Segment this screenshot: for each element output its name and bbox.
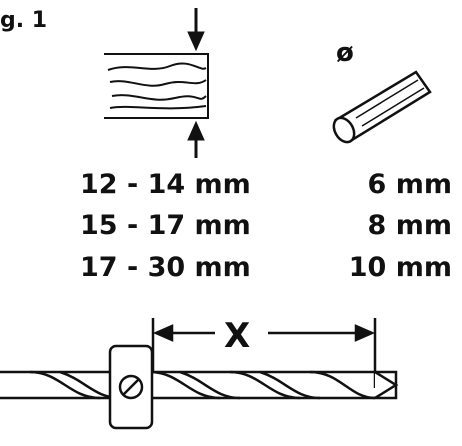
- dowel-illustration: [332, 70, 432, 144]
- thickness-value: 17 - 30 mm: [80, 252, 251, 283]
- dowel-value: 6 mm: [367, 169, 452, 200]
- wood-board-illustration: [104, 53, 209, 119]
- thickness-value: 15 - 17 mm: [80, 210, 251, 241]
- depth-label: X: [224, 316, 251, 356]
- figure-label: g. 1: [0, 8, 48, 33]
- dowel-value: 8 mm: [367, 210, 452, 241]
- thickness-value: 12 - 14 mm: [80, 169, 251, 200]
- dowel-value: 10 mm: [348, 252, 452, 283]
- thickness-arrows: [187, 8, 205, 158]
- drill-bit-illustration: [0, 344, 399, 430]
- depth-dimension: [151, 318, 377, 388]
- diameter-symbol: ø: [336, 38, 354, 68]
